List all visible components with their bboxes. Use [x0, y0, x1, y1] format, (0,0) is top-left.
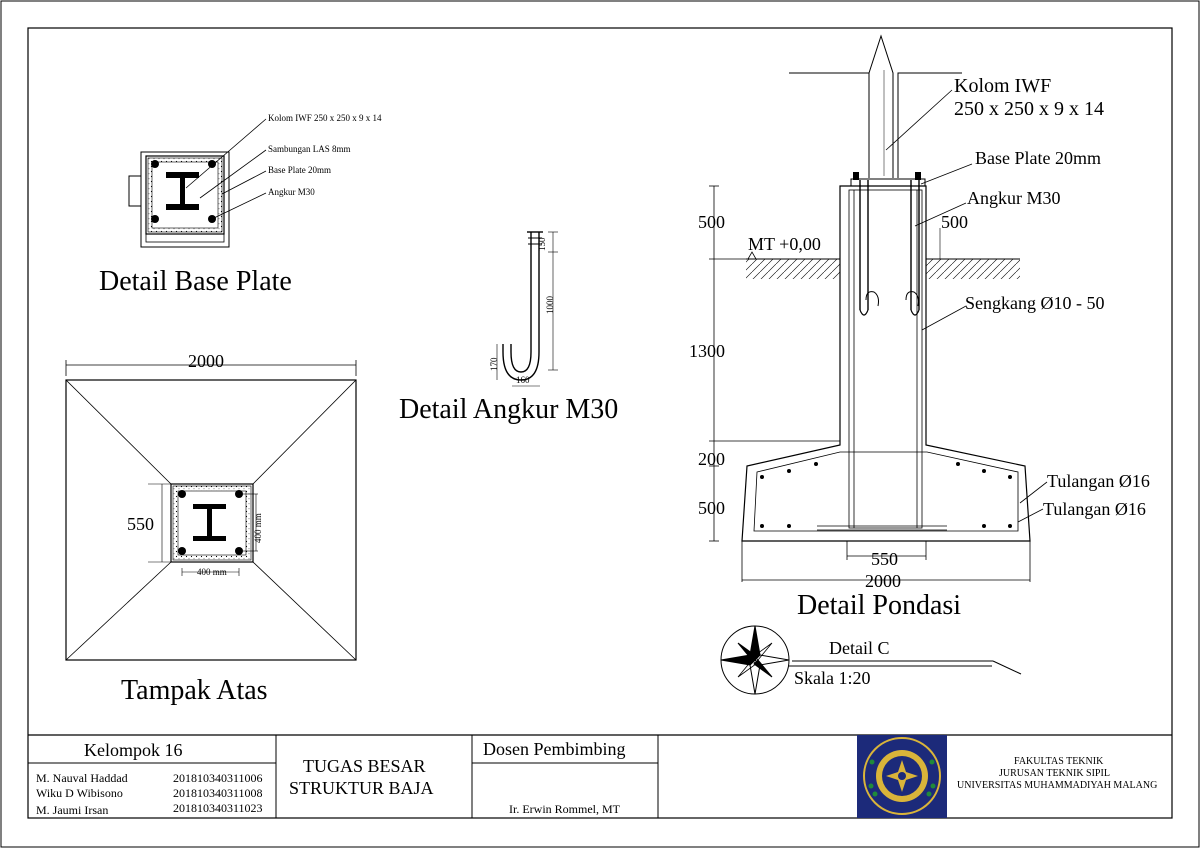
top-view-drawing — [65, 360, 357, 661]
project-line2: STRUKTUR BAJA — [289, 778, 434, 798]
institution-line3: UNIVERSITAS MUHAMMADIYAH MALANG — [957, 780, 1158, 791]
member-3-nim: 201810340311023 — [173, 801, 263, 815]
member-1-name: M. Nauval Haddad — [36, 771, 128, 785]
institution-line1: FAKULTAS TEKNIK — [1014, 756, 1104, 767]
title-block-lines — [28, 734, 1172, 818]
detail-ref-name: Detail C — [829, 638, 890, 658]
anchor-dim-top: 150 — [537, 237, 547, 252]
callout-column: Kolom IWF 250 x 250 x 9 x 14 — [268, 113, 382, 123]
label-rebar-bottom: Tulangan Ø16 — [1043, 499, 1146, 519]
inner-border — [27, 27, 1173, 819]
supervisor-heading: Dosen Pembimbing — [483, 739, 626, 759]
foundation-drawing — [709, 34, 1048, 582]
umm-logo — [857, 735, 947, 818]
dim-above-ground-right: 500 — [941, 212, 968, 232]
supervisor-name: Ir. Erwin Rommel, MT — [509, 802, 620, 816]
member-2-nim: 201810340311008 — [173, 786, 263, 800]
top-view-title: Tampak Atas — [121, 675, 268, 706]
top-view-dim-width: 2000 — [188, 351, 224, 371]
base-plate-drawing — [128, 118, 267, 248]
label-anchor: Angkur M30 — [967, 188, 1061, 208]
callout-base-plate: Base Plate 20mm — [268, 165, 331, 175]
member-2-name: Wiku D Wibisono — [36, 786, 123, 800]
dim-footing: 500 — [698, 498, 725, 518]
anchor-dim-shaft: 1000 — [545, 296, 555, 314]
group-name: Kelompok 16 — [84, 740, 183, 760]
label-column-line1: Kolom IWF — [954, 75, 1052, 97]
top-view-dim-bolt-x: 400 mm — [197, 567, 227, 577]
dim-pedestal: 1300 — [689, 341, 725, 361]
label-base-plate: Base Plate 20mm — [975, 148, 1101, 168]
base-plate-title: Detail Base Plate — [99, 266, 292, 297]
anchor-title: Detail Angkur M30 — [399, 394, 619, 425]
label-stirrup: Sengkang Ø10 - 50 — [965, 293, 1105, 313]
detail-ref-scale: Skala 1:20 — [794, 668, 871, 688]
label-ground-level: MT +0,00 — [748, 234, 821, 254]
member-1-nim: 201810340311006 — [173, 771, 263, 785]
callout-weld: Sambungan LAS 8mm — [268, 144, 351, 154]
anchor-dim-hook-height: 170 — [489, 357, 499, 372]
dim-footing-width: 2000 — [865, 571, 901, 591]
dim-slope: 200 — [698, 449, 725, 469]
compass-rose — [720, 625, 790, 695]
top-view-dim-bolt-y: 400 mm — [253, 513, 263, 543]
label-column-line2: 250 x 250 x 9 x 14 — [954, 98, 1104, 120]
foundation-title: Detail Pondasi — [797, 590, 962, 621]
dim-pedestal-width: 550 — [871, 549, 898, 569]
dim-above-ground-left: 500 — [698, 212, 725, 232]
project-line1: TUGAS BESAR — [303, 756, 426, 776]
member-3-name: M. Jaumi Irsan — [36, 803, 109, 817]
top-view-dim-column: 550 — [127, 514, 154, 534]
institution-line2: JURUSAN TEKNIK SIPIL — [999, 768, 1110, 779]
anchor-drawing — [496, 231, 558, 387]
anchor-dim-hook-width: 160 — [516, 375, 530, 385]
detail-c-line — [789, 660, 1022, 675]
label-rebar-top: Tulangan Ø16 — [1047, 471, 1150, 491]
callout-anchor: Angkur M30 — [268, 187, 315, 197]
